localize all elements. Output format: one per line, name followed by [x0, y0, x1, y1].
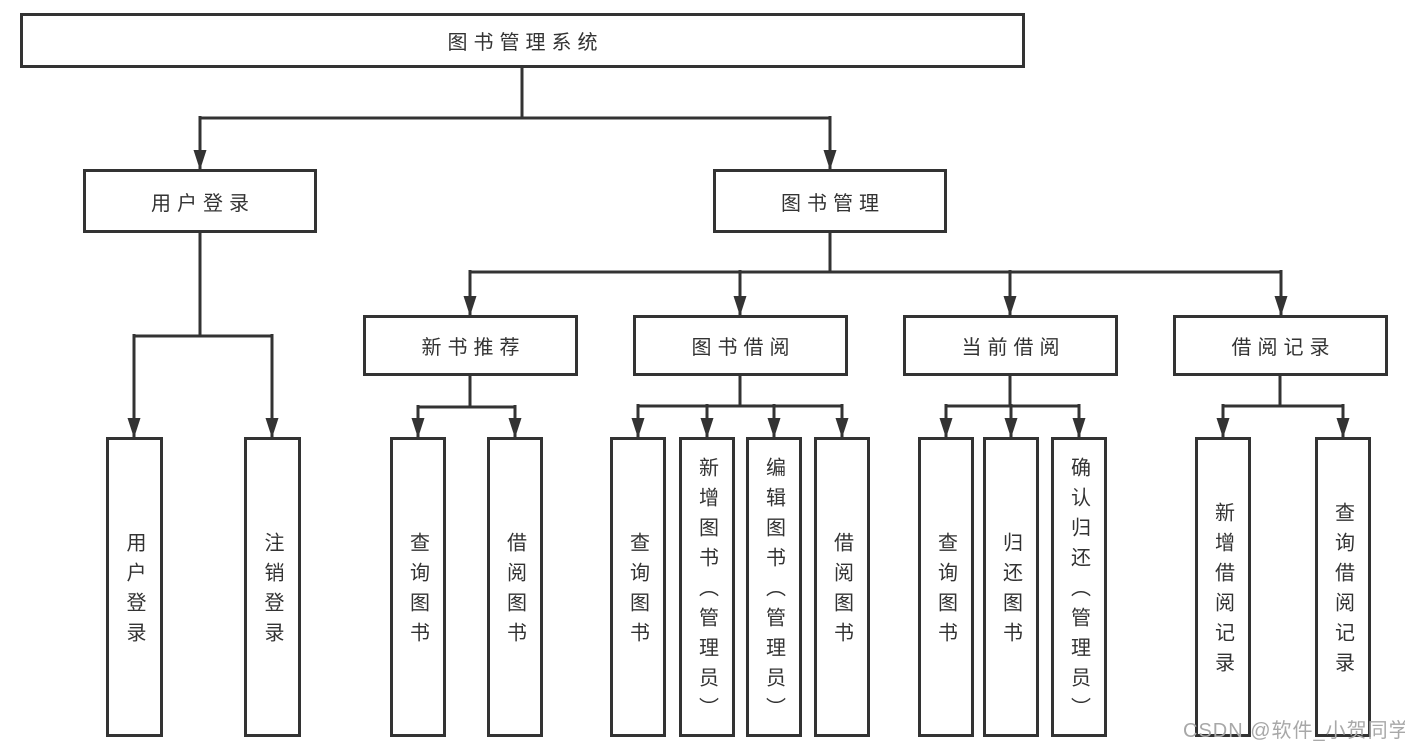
node-book-borrow: 图书借阅 [633, 315, 848, 376]
node-new-book-recommend: 新书推荐 [363, 315, 578, 376]
connector-user-login-trunk [134, 233, 272, 338]
leaf-confirm-return-admin-label: 确认归还（管理员） [1067, 457, 1090, 727]
leaf-add-books-admin-label: 新增图书（管理员） [695, 457, 718, 727]
leaf-return-books-label: 归还图书 [999, 532, 1022, 652]
leaf-query-books-2: 查询图书 [610, 437, 666, 737]
leaf-user-login: 用户登录 [106, 437, 163, 737]
connector-root-trunk [200, 68, 830, 120]
leaf-confirm-return-admin: 确认归还（管理员） [1051, 437, 1107, 737]
csdn-watermark: CSDN @软件_小贺同学 [1183, 720, 1405, 742]
leaf-query-borrow-record-label: 查询借阅记录 [1331, 502, 1354, 682]
leaf-add-borrow-record-label: 新增借阅记录 [1211, 502, 1234, 682]
leaf-borrow-books-2: 借阅图书 [814, 437, 870, 737]
leaf-logout-login: 注销登录 [244, 437, 301, 737]
leaf-query-books-2-label: 查询图书 [626, 532, 649, 652]
leaf-query-borrow-record: 查询借阅记录 [1315, 437, 1371, 737]
leaf-return-books: 归还图书 [983, 437, 1039, 737]
connector-book-borrow-trunk [638, 376, 842, 408]
leaf-logout-login-label: 注销登录 [261, 532, 283, 652]
node-book-management: 图书管理 [713, 169, 947, 233]
node-user-login: 用户登录 [83, 169, 317, 233]
node-current-borrow: 当前借阅 [903, 315, 1118, 376]
leaf-edit-books-admin: 编辑图书（管理员） [746, 437, 802, 737]
leaf-add-borrow-record: 新增借阅记录 [1195, 437, 1251, 737]
connector-borrow-records-trunk [1223, 376, 1343, 408]
connector-current-borrow-trunk [946, 376, 1079, 408]
leaf-query-books-3: 查询图书 [918, 437, 974, 737]
leaf-query-books-1: 查询图书 [390, 437, 446, 737]
leaf-borrow-books-1-label: 借阅图书 [503, 532, 526, 652]
leaf-add-books-admin: 新增图书（管理员） [679, 437, 735, 737]
connector-new-book-recommend-trunk [418, 376, 515, 409]
node-root-library-system: 图书管理系统 [20, 13, 1025, 68]
leaf-user-login-label: 用户登录 [123, 532, 145, 652]
leaf-edit-books-admin-label: 编辑图书（管理员） [762, 457, 785, 727]
leaf-query-books-3-label: 查询图书 [934, 532, 957, 652]
node-borrow-records: 借阅记录 [1173, 315, 1388, 376]
leaf-query-books-1-label: 查询图书 [406, 532, 429, 652]
leaf-borrow-books-2-label: 借阅图书 [830, 532, 853, 652]
leaf-borrow-books-1: 借阅图书 [487, 437, 543, 737]
connector-book-management-trunk [470, 233, 1281, 274]
